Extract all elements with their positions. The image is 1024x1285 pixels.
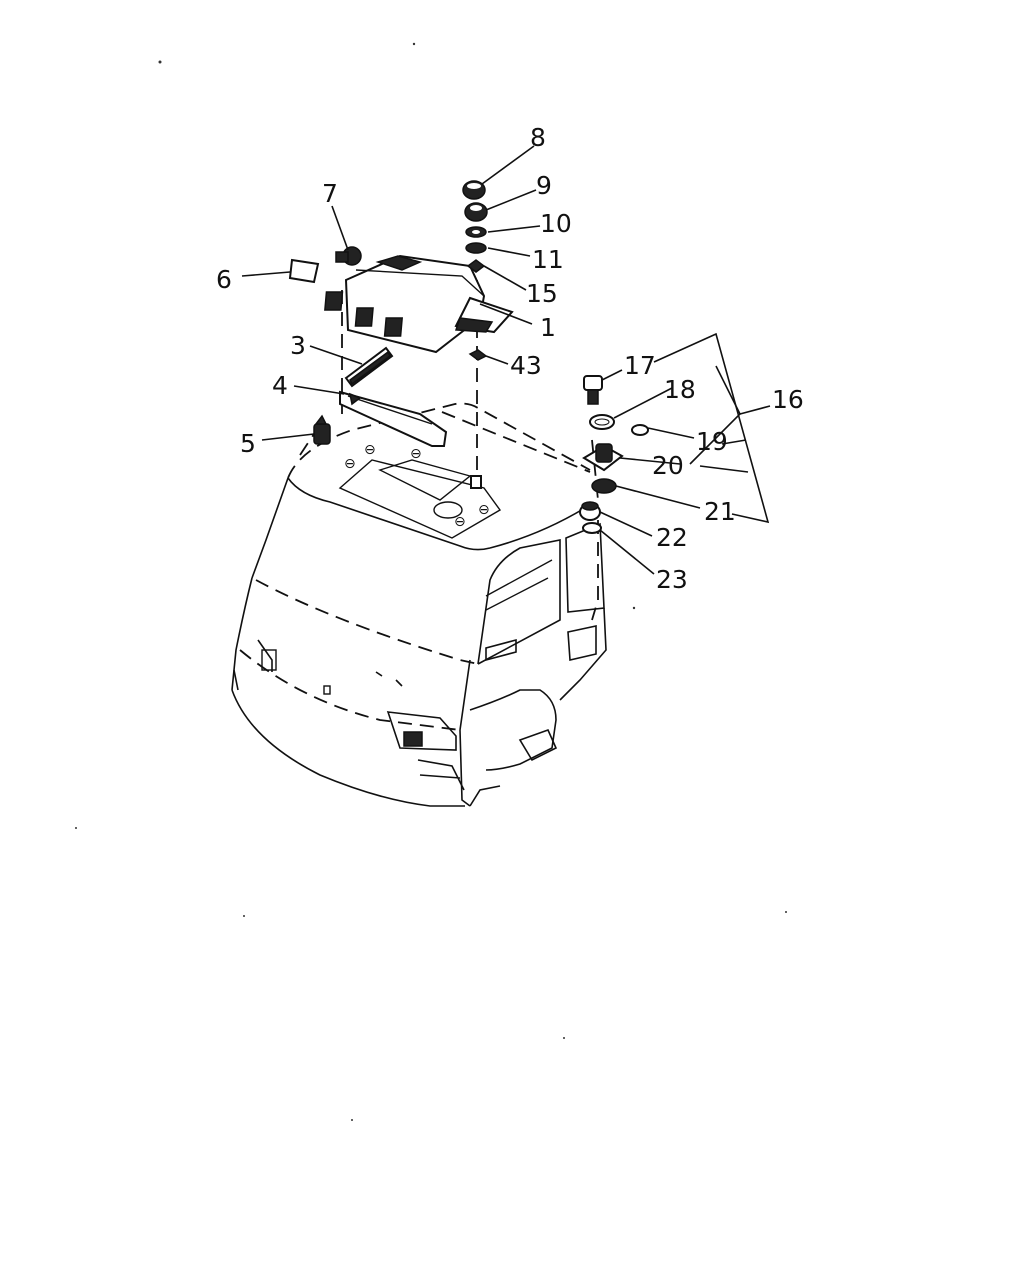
- callout-11: 11: [532, 245, 564, 274]
- scan-specks: [75, 42, 787, 1121]
- stud-lower: [470, 475, 482, 489]
- callout-labels: 8 9 10 11 15 1 43 7 6 3 4 5 17 18 16 19 …: [216, 123, 804, 594]
- left-headlamp: [233, 639, 273, 691]
- part-10-washer: [465, 226, 487, 238]
- callout-17: 17: [624, 351, 656, 380]
- door-window: [477, 539, 561, 665]
- svg-text:⊖: ⊖: [454, 514, 466, 530]
- part-23-washer: [582, 522, 602, 534]
- cab-front-upper-line: [255, 579, 479, 665]
- step-plate: [518, 728, 558, 762]
- svg-text:⊖: ⊖: [344, 456, 356, 472]
- callout-1: 1: [540, 313, 556, 342]
- callout-19: 19: [696, 427, 728, 456]
- callout-4: 4: [272, 371, 288, 400]
- part-6-plate: [288, 258, 320, 284]
- roof-recess-panel: [338, 459, 502, 539]
- cab-roof-outline: [287, 402, 591, 479]
- door-trim: [485, 638, 517, 662]
- part-11-washer: [465, 242, 487, 254]
- callout-3: 3: [290, 331, 306, 360]
- roof-hatch: [378, 459, 472, 501]
- headlamp-block: [403, 731, 423, 747]
- callout-8: 8: [530, 123, 546, 152]
- cab-front-left-edge: [231, 577, 253, 691]
- cab-bumper-bottom: [231, 689, 465, 807]
- truck-cab-drawing: ⊖ ⊖ ⊖ ⊖ ⊖: [231, 402, 607, 807]
- callout-9: 9: [536, 171, 552, 200]
- part-9-nut: [464, 202, 488, 222]
- callout-15: 15: [526, 279, 558, 308]
- part-7-bolt: [335, 246, 362, 266]
- part-4-mount-bracket: [339, 390, 448, 447]
- roof-mount-hole: [433, 501, 463, 519]
- cab-roof-side-edge: [489, 507, 586, 549]
- cab-bumper-top: [239, 649, 461, 731]
- callout-18: 18: [664, 375, 696, 404]
- callout-5: 5: [240, 429, 256, 458]
- callout-43: 43: [510, 351, 542, 380]
- part-5-screw: [313, 414, 331, 445]
- grille-dots: [375, 671, 403, 687]
- svg-text:⊖: ⊖: [410, 446, 422, 462]
- cab-windshield-edge: [251, 477, 289, 579]
- callout-16: 16: [772, 385, 804, 414]
- cab-roof-front-edge: [287, 477, 491, 551]
- door-handle-plate: [567, 625, 597, 661]
- callout-22: 22: [656, 523, 688, 552]
- part-17-bolt: [583, 375, 603, 405]
- door-window-inner: [485, 559, 553, 611]
- bumper-corner: [417, 759, 465, 791]
- left-lamp-box: [261, 649, 277, 671]
- part-1-roof-console: [324, 254, 514, 354]
- cab-corner-pillar: [459, 659, 471, 807]
- wheel-arch: [469, 689, 557, 771]
- callout-7: 7: [322, 179, 338, 208]
- part-19-washer: [631, 424, 649, 436]
- part-21-rubber-mount: [591, 478, 617, 494]
- cab-rear-edge: [559, 607, 607, 701]
- svg-text:⊖: ⊖: [364, 442, 376, 458]
- callout-21: 21: [704, 497, 736, 526]
- lower-step: [469, 785, 501, 807]
- svg-text:⊖: ⊖: [478, 502, 490, 518]
- leader-lines: [241, 145, 771, 575]
- callout-10: 10: [540, 209, 572, 238]
- callout-20: 20: [652, 451, 684, 480]
- callout-23: 23: [656, 565, 688, 594]
- callout-6: 6: [216, 265, 232, 294]
- right-headlamp: [386, 711, 457, 751]
- part-8-nut: [462, 180, 486, 200]
- part-22-bushing: [579, 501, 601, 521]
- part-43-clip: [468, 349, 488, 361]
- part-3-trim-strip: [344, 346, 394, 388]
- part-20-mount: [582, 443, 624, 472]
- grille-mark: [323, 685, 331, 695]
- part-18-ring: [589, 414, 615, 430]
